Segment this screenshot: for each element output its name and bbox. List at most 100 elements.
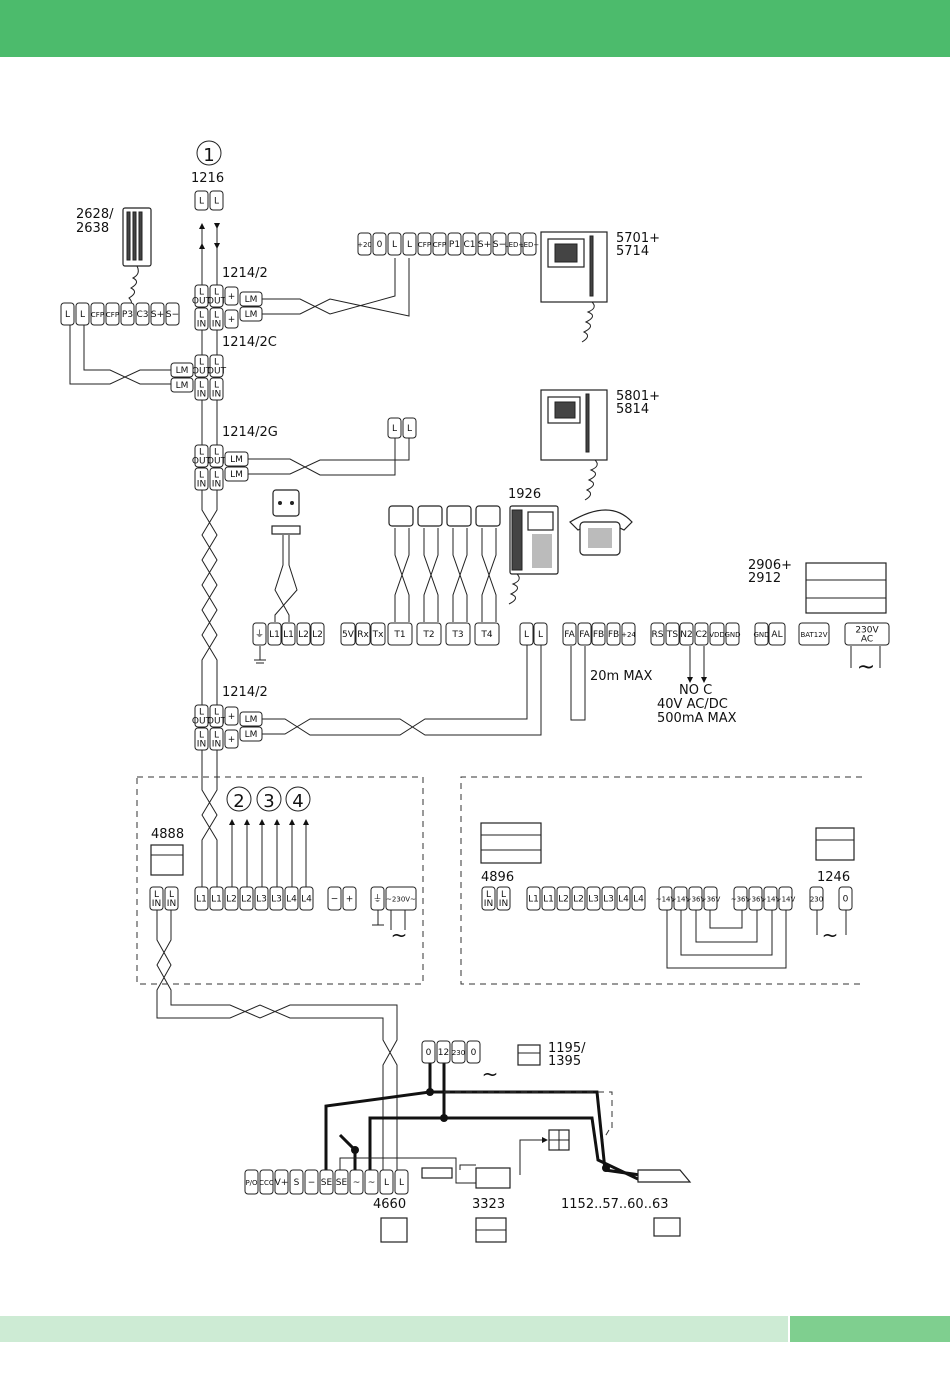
svg-text:−: − — [308, 1178, 316, 1188]
label-5701: 5701+ — [616, 231, 660, 246]
svg-text:LM: LM — [176, 366, 189, 376]
terminal-main-14: FA — [562, 622, 577, 646]
svg-text:L2: L2 — [558, 895, 569, 905]
label-20m-max: 20m MAX — [590, 669, 652, 684]
label-2628: 2628/ — [76, 207, 114, 222]
svg-text:L1: L1 — [196, 895, 207, 905]
svg-text:LM: LM — [245, 730, 258, 740]
svg-text:L4: L4 — [633, 895, 644, 905]
svg-text:L: L — [199, 448, 204, 458]
svg-text:L: L — [214, 731, 219, 741]
svg-text:0: 0 — [843, 895, 849, 905]
terminal-1246-1: 0 — [838, 886, 853, 911]
terminal-4660-6: SE — [334, 1169, 349, 1195]
svg-text:P1: P1 — [449, 240, 460, 250]
svg-text:FA: FA — [579, 630, 590, 640]
svg-text:LM: LM — [245, 310, 258, 320]
svg-text:CFP: CFP — [91, 311, 104, 319]
svg-text:L: L — [199, 311, 204, 321]
terminal-1216-1: L — [209, 190, 224, 211]
svg-text:L: L — [384, 1178, 389, 1188]
video-monitor-5701 — [540, 231, 608, 343]
wiring — [69, 223, 881, 1184]
terminal-main-22: C2 — [694, 622, 709, 646]
terminal-4888-9: L4 — [299, 886, 314, 911]
label-1246: 1246 — [817, 870, 850, 885]
svg-text:L1: L1 — [211, 895, 222, 905]
svg-text:L4: L4 — [618, 895, 629, 905]
terminal-1214-2b-in-a: LIN — [194, 727, 209, 751]
svg-text:L2: L2 — [241, 895, 252, 905]
svg-text:+: + — [228, 712, 236, 722]
module-4888-icon — [150, 844, 184, 876]
terminal-4660-2: V+ — [274, 1169, 289, 1195]
svg-text:L2: L2 — [573, 895, 584, 905]
svg-text:OUT: OUT — [207, 717, 227, 727]
label-1214-2-top: 1214/2 — [222, 266, 268, 281]
svg-text:+: + — [228, 292, 236, 302]
device-labels: 1216 2628/ 2638 5701+ 5714 1214/2 1214/2… — [76, 171, 850, 1212]
transformer-1195-icon — [517, 1044, 541, 1066]
terminal-4660-3: S — [289, 1169, 304, 1195]
label-1152: 1152..57..60..63 — [561, 1197, 669, 1212]
terminal-4888-13: ~230V~ — [385, 886, 417, 911]
terminal-main-20: TS — [665, 622, 680, 646]
svg-text:L2: L2 — [298, 630, 309, 640]
svg-text:0: 0 — [377, 240, 383, 250]
svg-text:L4: L4 — [286, 895, 297, 905]
footer-page-tab — [790, 1316, 950, 1342]
svg-text:L1: L1 — [283, 630, 294, 640]
intercom-handset-2628 — [122, 207, 152, 311]
ac-symbols: ~ ~ ~ ~ — [391, 655, 876, 1086]
svg-text:L: L — [154, 890, 159, 900]
svg-text:230: 230 — [452, 1049, 465, 1057]
terminal-1214-2-lm-b: LM — [239, 306, 263, 322]
svg-text:LM: LM — [245, 715, 258, 725]
terminal-4896-7: L3 — [601, 886, 616, 911]
svg-text:IN: IN — [152, 899, 161, 909]
keypad-icon — [548, 1129, 570, 1151]
label-4896: 4896 — [481, 870, 514, 885]
svg-text:IN: IN — [212, 320, 221, 330]
terminal-2628-3: CFP — [105, 302, 120, 326]
circle-label-4: 4 — [292, 791, 303, 812]
svg-text:CFP: CFP — [418, 241, 431, 249]
terminal-1214-2g-in-b: LIN — [209, 467, 224, 491]
svg-text:⏚: ⏚ — [373, 894, 382, 905]
module-4896-icon — [480, 822, 542, 864]
terminal-main-18: +24 — [621, 622, 636, 646]
terminal-main-3: L2 — [296, 622, 311, 646]
label-5714: 5714 — [616, 244, 649, 259]
svg-text:IN: IN — [197, 480, 206, 490]
svg-text:IN: IN — [484, 899, 493, 909]
terminal-1214-2b-lm-a: LM — [239, 711, 263, 727]
label-40v: 40V AC/DC — [657, 697, 728, 712]
terminal-1214-2c-in-b: LIN — [209, 377, 224, 401]
ac-symbol-main: ~ — [857, 655, 875, 680]
terminal-1214-2c-lm-a: LM — [170, 362, 194, 378]
terminal-4896-3: L1 — [541, 886, 556, 911]
svg-text:IN: IN — [197, 320, 206, 330]
svg-text:CFP: CFP — [433, 241, 446, 249]
svg-text:LED+: LED+ — [505, 241, 525, 249]
svg-text:OUT: OUT — [207, 297, 227, 307]
svg-text:L: L — [392, 240, 397, 250]
svg-text:S+: S+ — [478, 240, 491, 250]
svg-text:L: L — [199, 381, 204, 391]
terminal-4896-8: L4 — [616, 886, 631, 911]
terminal-main-5: 5V — [340, 622, 356, 646]
terminal-main-6: Rx — [355, 622, 371, 646]
terminal-4896-15: ~36V — [746, 886, 765, 911]
terminal-1214-2b-plus-b: + — [224, 729, 239, 749]
svg-text:230V: 230V — [855, 626, 879, 636]
svg-text:L2: L2 — [226, 895, 237, 905]
svg-text:V+: V+ — [275, 1178, 289, 1188]
svg-text:+24: +24 — [621, 631, 636, 639]
label-3323: 3323 — [472, 1197, 505, 1212]
svg-text:~: ~ — [353, 1178, 361, 1188]
svg-text:FA: FA — [564, 630, 575, 640]
svg-text:T4: T4 — [480, 630, 492, 640]
